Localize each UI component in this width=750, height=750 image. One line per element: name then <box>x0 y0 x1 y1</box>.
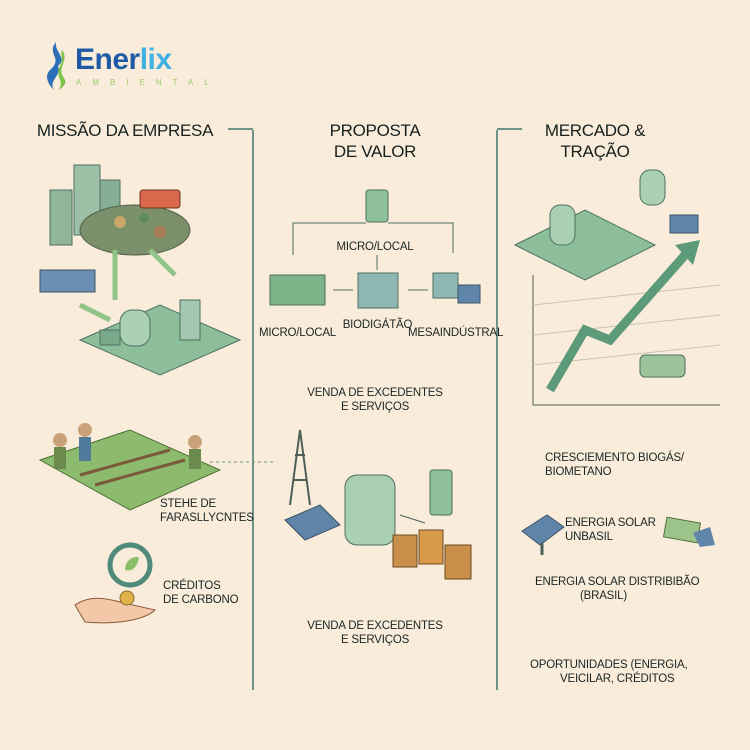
money-hand-icon <box>662 516 715 547</box>
divider-left <box>252 130 254 690</box>
sales-label-2-line-2: E SERVIÇOS <box>340 634 410 646</box>
sales-label-1-line-1: VENDA DE EXCEDENTES <box>307 387 443 399</box>
logo-tagline: AMBIENTAL <box>76 78 220 87</box>
growth-chart-illustration <box>513 169 721 406</box>
value-title-line-1: PROPOSTA <box>329 121 421 140</box>
carbon-credits-label: CRÉDITOS DE CARBONO <box>163 579 263 607</box>
solar-label-2: ENERGIA SOLAR DISTRIBIBÃO (BRASIL) <box>535 575 705 603</box>
market-title-line-2: TRAÇÃO <box>560 142 630 161</box>
sales-label-2: VENDA DE EXCEDENTES E SERVIÇOS <box>290 619 460 647</box>
node-left-label: MICRO/LOCAL <box>258 327 337 339</box>
heading-rule-left <box>228 128 253 130</box>
value-flow-diagram <box>269 189 481 309</box>
value-title-line-2: DE VALOR <box>333 142 417 161</box>
divider-right <box>496 130 498 690</box>
solar-label-1-line-1: ENERGIA SOLAR <box>565 517 656 529</box>
logo-flame-icon <box>47 42 66 90</box>
mission-title: MISSÃO DA EMPRESA <box>36 121 214 140</box>
logo-name-dark: Ener <box>75 43 140 76</box>
solar-label-2-line-2: (BRASIL) <box>580 590 627 602</box>
logo-name-light: lix <box>139 43 172 76</box>
solar-label-1-line-2: UNBASIL <box>565 531 613 543</box>
sales-label-1: VENDA DE EXCEDENTES E SERVIÇOS <box>290 386 460 414</box>
market-title: MERCADO & TRAÇÃO <box>525 120 665 162</box>
carbon-credit-hand-icon <box>74 542 156 624</box>
node-right-label: MESAINDÚSTRAL <box>408 327 504 339</box>
farmers-label: STEHE DE FARASLLYCNTES <box>160 497 280 525</box>
sales-label-1-line-2: E SERVIÇOS <box>340 401 410 413</box>
carbon-credits-line-2: DE CARBONO <box>163 594 239 606</box>
solar-label-2-line-1: ENERGIA SOLAR DISTRIBIBÃO <box>535 576 700 588</box>
city-waste-illustration <box>39 164 191 323</box>
market-title-line-1: MERCADO & <box>544 121 646 140</box>
heading-rule-right <box>497 128 522 130</box>
solar-label-1: ENERGIA SOLAR UNBASIL <box>565 516 665 544</box>
opportunities-label: OPORTUNIDADES (ENERGIA, VEICILAR, CRÉDIT… <box>530 658 705 686</box>
solar-panel-icon <box>521 514 565 555</box>
biogas-plant-illustration <box>78 299 242 376</box>
farmers-field-illustration <box>38 423 275 511</box>
opportunities-line-1: OPORTUNIDADES (ENERGIA, <box>530 659 688 671</box>
node-top-label: MICRO/LOCAL <box>336 241 414 253</box>
growth-label-line-2: BIOMETANO <box>545 466 612 478</box>
opportunities-line-2: VEICILAR, CRÉDITOS <box>560 673 675 685</box>
energy-products-illustration <box>284 429 472 580</box>
sales-label-2-line-1: VENDA DE EXCEDENTES <box>307 620 443 632</box>
value-title: PROPOSTA DE VALOR <box>300 120 450 162</box>
growth-label-line-1: CRESCIEMENTO BIOGÁS/ <box>545 452 684 464</box>
logo: Enerlix AMBIENTAL <box>42 40 209 95</box>
carbon-credits-line-1: CRÉDITOS <box>163 580 221 592</box>
farmers-label-line-2: FARASLLYCNTES <box>160 512 254 524</box>
node-center-label: BIODIGÁTÃO <box>342 319 413 331</box>
farmers-label-line-1: STEHE DE <box>160 498 216 510</box>
growth-label: CRESCIEMENTO BIOGÁS/ BIOMETANO <box>545 451 695 479</box>
